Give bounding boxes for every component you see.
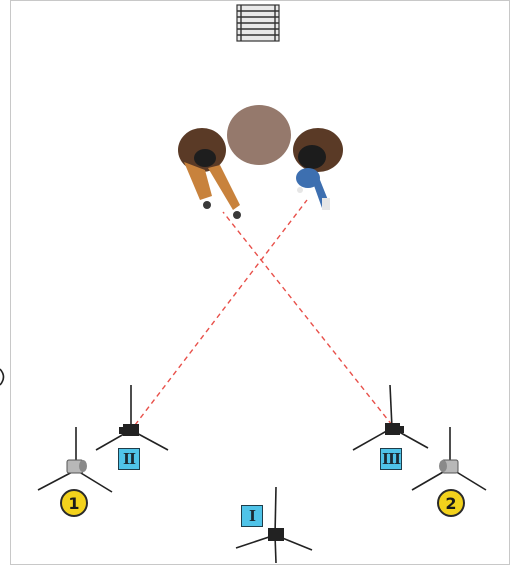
set-floor [10, 0, 510, 565]
table-icon [227, 105, 291, 165]
tripod-light-icon [37, 427, 113, 493]
sightline-camera-2 [134, 199, 308, 426]
camera-label-2: II [118, 448, 140, 470]
camera-label-1: I [241, 505, 263, 527]
camera-label-3: III [380, 448, 402, 470]
edge-bracket [0, 368, 5, 386]
camera-sightlines [134, 199, 393, 426]
person-icon [293, 128, 343, 210]
tripod-camera-icon [235, 486, 313, 564]
stairs-icon [236, 4, 280, 42]
person-icon [178, 128, 241, 219]
light-label-1: 1 [60, 489, 88, 517]
tripod-camera-icon [352, 384, 429, 451]
sightline-camera-3 [222, 211, 393, 426]
light-label-2: 2 [437, 489, 465, 517]
tripod-light-icon [411, 427, 487, 491]
tripod-camera-icon [95, 385, 169, 451]
